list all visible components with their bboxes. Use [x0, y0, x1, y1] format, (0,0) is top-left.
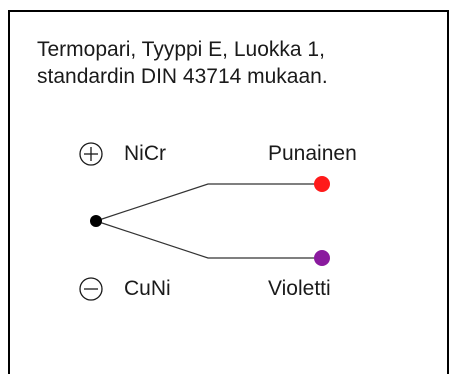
circled-plus-icon [79, 142, 103, 166]
positive-material-label: NiCr [124, 142, 166, 165]
negative-terminal-dot [314, 250, 330, 266]
positive-terminal-dot [314, 176, 330, 192]
circled-minus-icon [79, 277, 103, 301]
positive-wire-color-label: Punainen [268, 142, 357, 165]
title-line-1: Termopari, Tyyppi E, Luokka 1, [37, 38, 325, 61]
title-line-2: standardin DIN 43714 mukaan. [37, 65, 328, 88]
diagram-title: Termopari, Tyyppi E, Luokka 1, standardi… [37, 36, 328, 90]
negative-material-label: CuNi [124, 277, 171, 300]
positive-wire [95, 183, 322, 222]
diagram-frame [8, 10, 449, 374]
negative-wire-color-label: Violetti [268, 277, 331, 300]
junction-dot [90, 215, 102, 227]
negative-wire [95, 220, 322, 259]
